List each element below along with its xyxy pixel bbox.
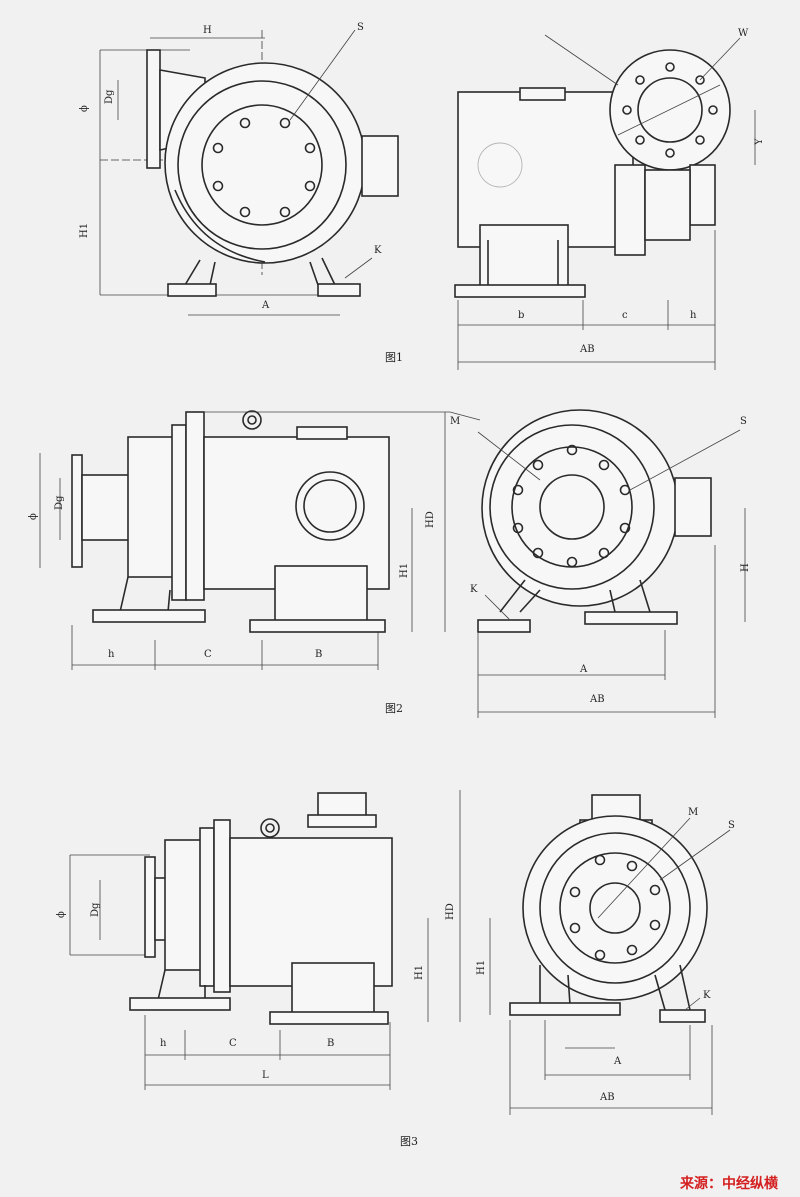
fig3-label-M: M bbox=[688, 807, 698, 818]
fig2-caption: 图2 bbox=[385, 702, 403, 715]
fig2-label-h: h bbox=[108, 649, 115, 660]
fig2-label-phi: ϕ bbox=[28, 513, 39, 520]
fig1-label-h: h bbox=[690, 310, 697, 321]
fig1-label-H: H bbox=[203, 25, 212, 36]
fig1-label-K: K bbox=[374, 245, 382, 256]
fig2-label-A: A bbox=[579, 664, 588, 675]
fig1-label-A: A bbox=[261, 300, 270, 311]
fig2-label-M: M bbox=[450, 416, 460, 427]
fig2-label-C: C bbox=[204, 649, 212, 660]
fig1-label-Y: Y bbox=[754, 138, 765, 146]
fig3-label-A: A bbox=[613, 1056, 622, 1067]
figure-2: M ϕ Dg H1 HD h C B S K H A AB 图2 bbox=[28, 409, 751, 718]
fig3-label-H1-front: H1 bbox=[476, 960, 487, 975]
fig1-label-phi: ϕ bbox=[79, 105, 90, 112]
fig2-label-H: H bbox=[740, 563, 751, 572]
fig2-label-S: S bbox=[740, 416, 747, 427]
fig1-label-W: W bbox=[738, 28, 749, 39]
fig3-label-AB: AB bbox=[599, 1092, 615, 1103]
fig2-label-K: K bbox=[470, 584, 478, 595]
fig3-label-L: L bbox=[262, 1070, 269, 1081]
fig2-front-view bbox=[477, 409, 746, 718]
fig3-label-S: S bbox=[728, 820, 735, 831]
figure-3: ϕ Dg H1 HD h C B L M S H1 K A AB 图3 bbox=[56, 790, 735, 1148]
fig2-label-AB: AB bbox=[589, 694, 605, 705]
figure-1: H S ϕ Dg H1 K A W Y b c h AB 图1 bbox=[79, 22, 765, 370]
fig2-label-H1: H1 bbox=[399, 563, 410, 578]
fig1-label-b: b bbox=[518, 310, 524, 321]
fig1-label-S: S bbox=[357, 22, 364, 33]
fig1-label-c: c bbox=[622, 310, 628, 321]
fig3-caption: 图3 bbox=[400, 1135, 418, 1148]
fig3-label-h: h bbox=[160, 1038, 167, 1049]
fig1-label-Dg: Dg bbox=[104, 89, 115, 104]
fig2-label-HD: HD bbox=[425, 511, 436, 528]
fig1-caption: 图1 bbox=[385, 351, 403, 364]
fig3-label-phi: ϕ bbox=[56, 911, 67, 918]
source-label: 来源：中经纵横 bbox=[679, 1175, 779, 1192]
fig2-side-view bbox=[39, 410, 481, 670]
fig3-side-view bbox=[69, 790, 461, 1090]
fig2-label-Dg: Dg bbox=[54, 495, 65, 510]
fig3-label-Dg: Dg bbox=[90, 902, 101, 917]
fig3-label-HD: HD bbox=[445, 903, 456, 920]
fig1-side-view bbox=[454, 34, 756, 370]
fig1-front-view bbox=[99, 29, 399, 316]
fig3-label-C: C bbox=[229, 1038, 237, 1049]
fig3-label-B: B bbox=[327, 1038, 334, 1049]
fig3-label-H1: H1 bbox=[414, 965, 425, 980]
fig2-label-B: B bbox=[315, 649, 322, 660]
fig1-label-AB: AB bbox=[579, 344, 595, 355]
fig3-label-K: K bbox=[703, 990, 711, 1001]
fig1-label-H1: H1 bbox=[79, 223, 90, 238]
fig3-front-view bbox=[489, 794, 731, 1115]
